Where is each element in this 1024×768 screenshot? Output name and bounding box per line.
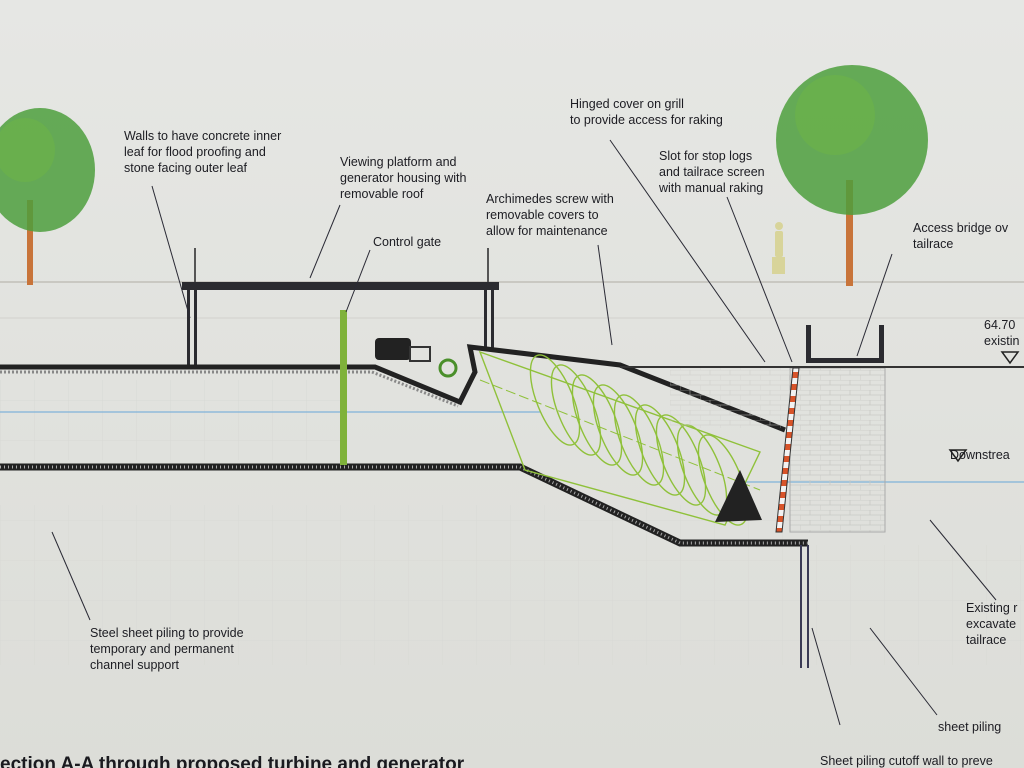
label-cutoff: Sheet piling cutoff wall to preve [820, 754, 993, 768]
label-line: Sheet piling cutoff wall to preve [820, 754, 993, 768]
screw-casing [478, 350, 761, 526]
label-line: sheet piling [938, 720, 1001, 734]
screw-flight [571, 374, 623, 466]
label-line: Archimedes screw with [486, 192, 614, 206]
label-steel-piling: Steel sheet piling to provide temporary a… [90, 626, 244, 672]
label-existing: Existing r excavate tailrace [966, 601, 1017, 647]
label-line: generator housing with [340, 171, 467, 185]
label-line: Hinged cover on grill [570, 97, 684, 111]
label-line: Steel sheet piling to provide [90, 626, 244, 640]
label-line: channel support [90, 658, 179, 672]
ground-hatch-right [810, 545, 1024, 665]
tree-left-icon [0, 108, 95, 285]
label-slot: Slot for stop logs and tailrace screen wit… [658, 149, 765, 195]
label-line: temporary and permanent [90, 642, 234, 656]
label-line: tailrace [966, 633, 1006, 647]
upstream-channel-top [0, 344, 786, 433]
ground-hatch-lower [0, 505, 800, 665]
label-line: to provide access for raking [570, 113, 723, 127]
label-line: existin [984, 334, 1019, 348]
screw-flight [634, 404, 686, 496]
label-line: removable roof [340, 187, 424, 201]
label-platform: Viewing platform and generator housing wi… [340, 155, 467, 201]
label-line: leaf for flood proofing and [124, 145, 266, 159]
label-line: stone facing outer leaf [124, 161, 248, 175]
leader-lines [51, 139, 997, 726]
archimedes-screw [478, 350, 761, 526]
access-bridge [806, 358, 884, 363]
label-line: Viewing platform and [340, 155, 457, 169]
human-figure-icon [772, 222, 785, 274]
label-line: with manual raking [658, 181, 763, 195]
stop-log-post [775, 367, 800, 533]
drawing-title: ection A-A through proposed turbine and … [0, 754, 465, 768]
label-downstream: Downstrea [950, 448, 1010, 462]
downstream-level-icon [948, 449, 968, 463]
generator-icon [375, 338, 458, 378]
label-line: tailrace [913, 237, 953, 251]
label-line: excavate [966, 617, 1016, 631]
ground-hatch-left [0, 380, 340, 460]
label-line: 64.70 [984, 318, 1015, 332]
label-access-bridge: Access bridge ov tailrace [913, 221, 1009, 251]
screw-flight [592, 384, 644, 476]
label-line: Existing r [966, 601, 1017, 615]
screw-bearing [715, 470, 762, 522]
label-sheet-piling: sheet piling [938, 720, 1001, 734]
label-hinged-cover: Hinged cover on grill to provide access f… [570, 97, 723, 127]
label-line: Slot for stop logs [659, 149, 752, 163]
label-line: Control gate [373, 235, 441, 249]
platform-roof [182, 282, 499, 290]
label-line: and tailrace screen [659, 165, 765, 179]
label-control-gate: Control gate [373, 235, 441, 249]
label-line: Walls to have concrete inner [124, 129, 281, 143]
label-line: Access bridge ov [913, 221, 1009, 235]
label-level: 64.70 existin [984, 318, 1019, 348]
control-gate [340, 310, 347, 465]
label-line: Downstrea [950, 448, 1010, 462]
label-line: removable covers to [486, 208, 599, 222]
screw-flight [529, 354, 581, 446]
label-line: allow for maintenance [486, 224, 608, 238]
screw-flight [655, 414, 707, 506]
screw-flight [550, 364, 602, 456]
label-walls: Walls to have concrete inner leaf for flo… [124, 129, 281, 175]
brick-wall [789, 367, 886, 533]
level-marker-icon [1000, 351, 1020, 365]
tree-right-icon [776, 65, 928, 286]
screw-flight [613, 394, 665, 486]
label-screw: Archimedes screw with removable covers to… [486, 192, 614, 238]
